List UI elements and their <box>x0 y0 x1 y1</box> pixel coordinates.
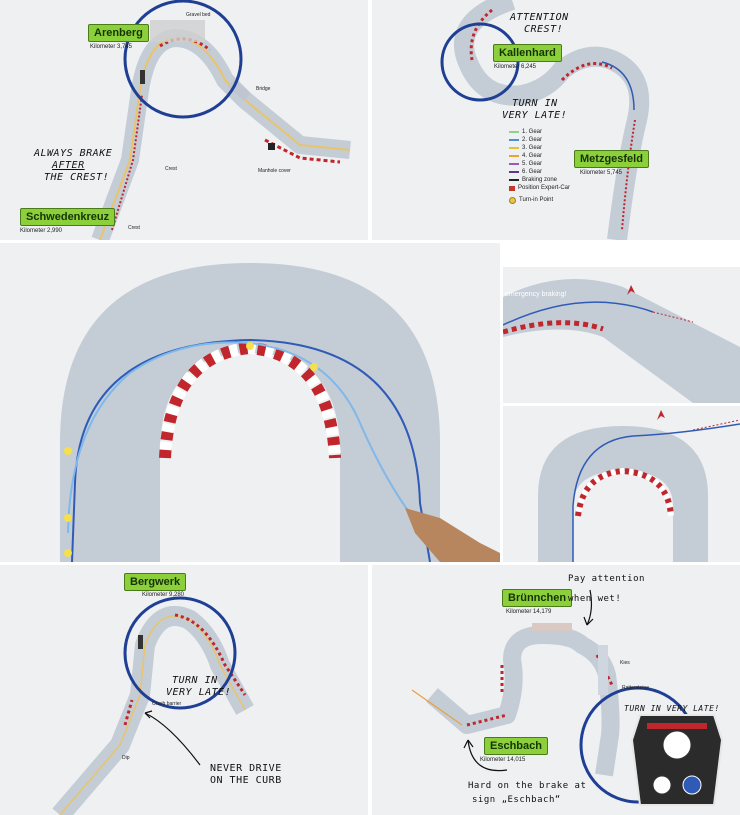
brunnchen-turn-in-note: TURN IN VERY LATE! <box>624 704 720 713</box>
small-hairpin-track <box>538 410 740 562</box>
arenberg-tag: Arenberg <box>88 24 149 42</box>
emergency-braking-track <box>503 279 740 403</box>
legend-row: 5. Gear <box>509 160 570 168</box>
crash-barrier-label: Crash barrier <box>152 701 182 707</box>
crest-label-2: Crest <box>128 225 140 231</box>
bridge-label: Bridge <box>256 86 271 92</box>
attention-crest-note: ATTENTION CREST! <box>510 12 569 35</box>
dip-label: Dip <box>122 755 130 761</box>
manhole-label: Manhole cover <box>258 168 291 174</box>
schwedenkreuz-tag: Schwedenkreuz <box>20 208 116 226</box>
gear-legend: 1. Gear 2. Gear 3. Gear 4. Gear 5. Gear … <box>509 128 570 204</box>
kies-label: Kies <box>620 660 630 666</box>
legend-row: Braking zone <box>509 176 570 184</box>
brunnchen-track-map <box>411 589 724 806</box>
legend-row: 4. Gear <box>509 152 570 160</box>
rattersteine-label: Rattersteine <box>622 685 649 691</box>
pay-attention-wet-note: Pay attention when wet! <box>568 574 645 604</box>
panel-bergwerk: Bergwerk Kilometer 9,280 TURN IN VERY LA… <box>0 565 368 815</box>
legend-row: Position Expert-Car <box>509 184 570 192</box>
gravel-label: Gravel bed <box>186 12 211 18</box>
legend-row: 1. Gear <box>509 128 570 136</box>
brake-after-crest-note: ALWAYS BRAKE AFTER THE CREST! <box>34 148 113 183</box>
schwedenkreuz-km: Kilometer 2,990 <box>20 228 63 234</box>
brunnchen-km: Kilometer 14,179 <box>506 609 552 615</box>
kallenhard-tag: Kallenhard <box>493 44 562 62</box>
crest-label-1: Crest <box>165 166 177 172</box>
emergency-braking-label: emergency braking! <box>505 291 567 298</box>
panel-hairpin-lines <box>0 243 500 562</box>
legend-row: Turn-in Point <box>509 196 570 204</box>
panel-hairpin-small <box>503 406 740 562</box>
legend-row: 2. Gear <box>509 136 570 144</box>
metzgesfeld-tag: Metzgesfeld <box>574 150 649 168</box>
never-drive-curb-note: NEVER DRIVE ON THE CURB <box>210 763 282 786</box>
bergwerk-km: Kilometer 9,280 <box>142 592 185 598</box>
arenberg-track-map <box>91 0 351 240</box>
hairpin-racing-lines <box>60 263 500 562</box>
club-crest-logo <box>630 714 724 806</box>
legend-row: 3. Gear <box>509 144 570 152</box>
panel-emergency-braking: emergency braking! <box>503 267 740 403</box>
bergwerk-turn-in-note: TURN IN VERY LATE! <box>166 675 232 698</box>
panel-brunnchen: Brünnchen Kilometer 14,179 Pay attention… <box>372 565 740 815</box>
metzgesfeld-km: Kilometer 5,745 <box>580 170 623 176</box>
bergwerk-track-map <box>52 596 254 815</box>
panel-kallenhard: ATTENTION CREST! Kallenhard Kilometer 6,… <box>372 0 740 240</box>
arenberg-km: Kilometer 3,745 <box>90 44 133 50</box>
kallenhard-track-map <box>440 0 650 240</box>
brunnchen-tag: Brünnchen <box>502 589 573 607</box>
panel-arenberg: Arenberg Kilometer 3,745 Gravel bed Brid… <box>0 0 368 240</box>
hard-brake-note: Hard on the brake at sign „Eschbach“ <box>468 781 587 805</box>
eschbach-tag: Eschbach <box>484 737 548 755</box>
eschbach-km: Kilometer 14,015 <box>480 757 526 763</box>
manhole-icon <box>268 143 275 150</box>
turn-in-late-note: TURN IN VERY LATE! <box>502 98 568 121</box>
bergwerk-tag: Bergwerk <box>124 573 187 591</box>
hand-pointer-icon <box>405 508 500 562</box>
legend-row: 6. Gear <box>509 168 570 176</box>
kallenhard-km: Kilometer 6,245 <box>494 64 537 70</box>
